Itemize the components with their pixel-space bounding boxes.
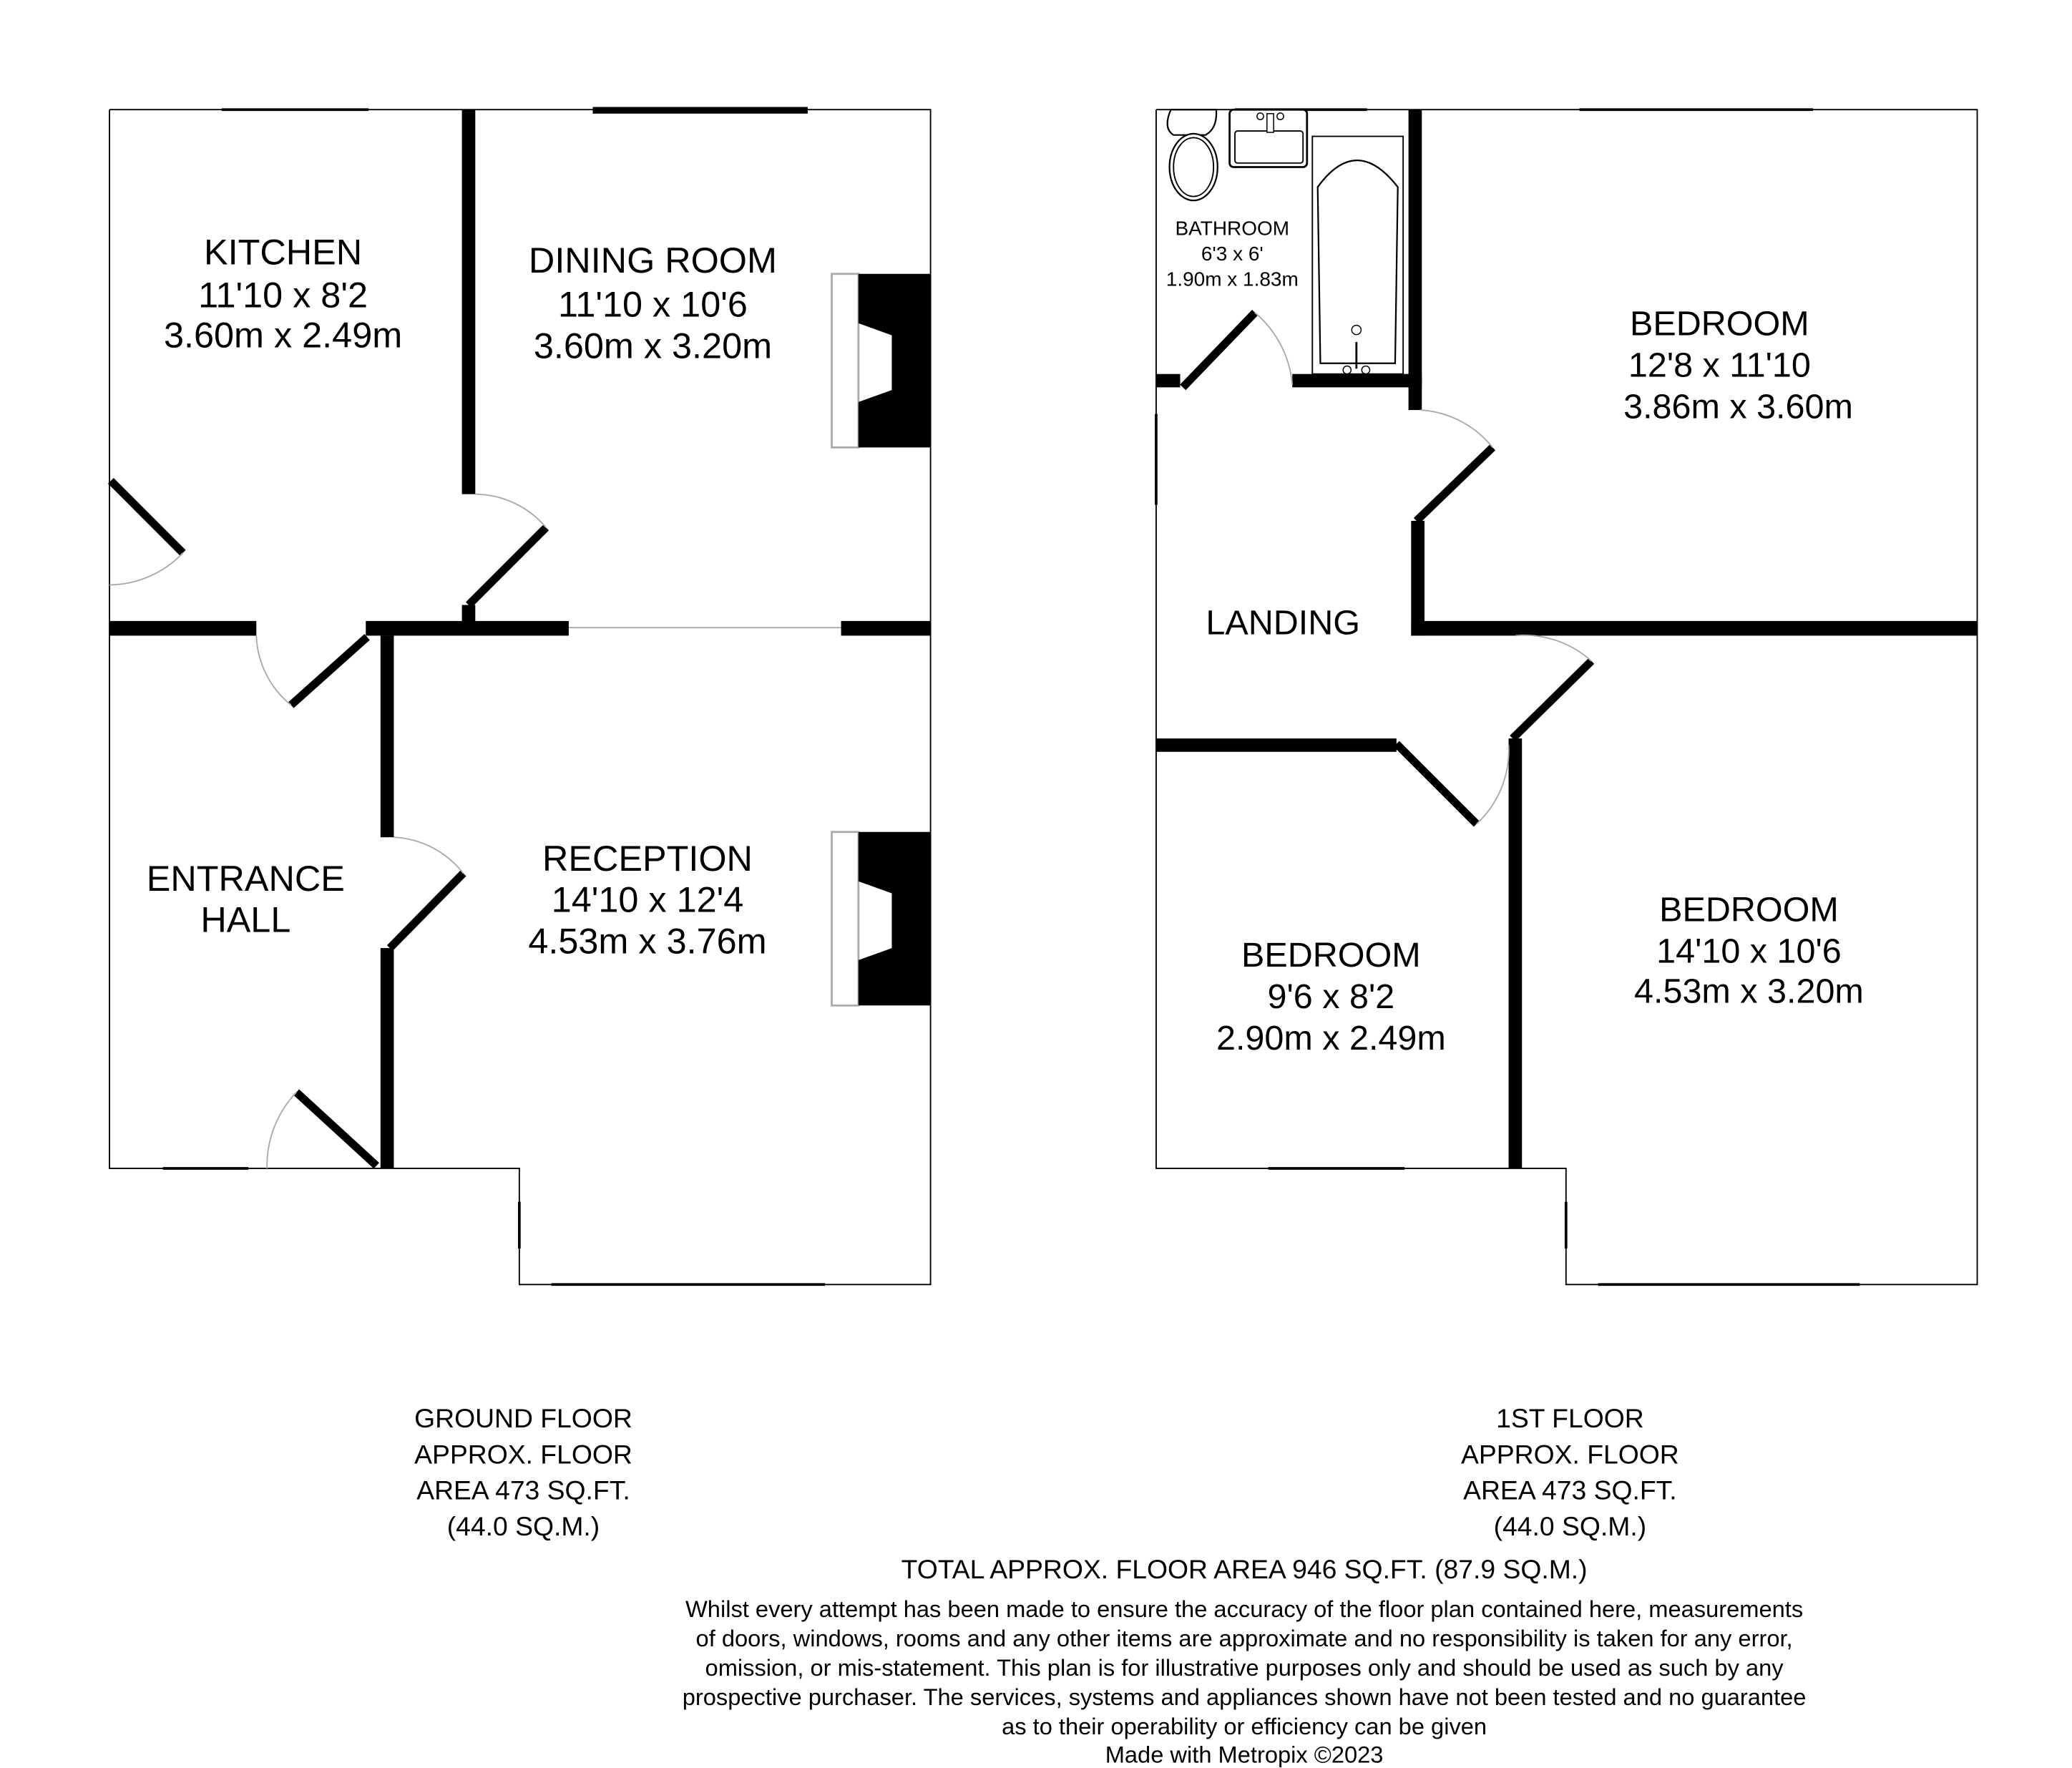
door-swing: [394, 836, 464, 874]
landing-bedroom-wall: [1411, 520, 1424, 636]
dining-fireplace-icon: [831, 273, 931, 449]
bedroom1-metric: 3.86m x 3.60m: [1623, 387, 1853, 426]
bathroom-door: [1180, 309, 1259, 391]
door-swing: [1254, 312, 1294, 385]
kitchen-metric: 3.60m x 2.49m: [164, 314, 402, 355]
dining-window: [592, 107, 808, 114]
dining-door: [466, 524, 549, 608]
reception-metric: 4.53m x 3.76m: [528, 921, 766, 962]
disclaimer-line: omission, or mis-statement. This plan is…: [705, 1654, 1784, 1681]
bedroom1-imperial: 12'8 x 11'10: [1628, 346, 1811, 384]
bathroom-wall-left: [1155, 373, 1181, 388]
ground-floor-outline: [109, 109, 932, 1286]
door-swing: [266, 1091, 297, 1168]
reception-door: [386, 870, 466, 951]
bathtub-icon: [1311, 135, 1404, 375]
bedroom-divider-wall: [1411, 620, 1978, 636]
door-swing: [475, 493, 547, 528]
entrance-hall-label-line1: ENTRANCE: [147, 858, 345, 899]
reception-imperial: 14'10 x 12'4: [552, 879, 744, 920]
hall-reception-wall-lower: [380, 948, 394, 1168]
summary-line: AREA 473 SQ.FT.: [416, 1475, 630, 1505]
bedroom2-bedroom3-wall: [1508, 738, 1523, 1168]
toilet-icon: [1166, 109, 1218, 202]
door-swing: [109, 552, 184, 586]
kitchen-label: KITCHEN: [204, 232, 362, 273]
bedroom2-door: [1393, 741, 1480, 827]
kitchen-imperial: 11'10 x 8'2: [198, 274, 368, 315]
kitchen-back-door: [107, 478, 186, 556]
summary-line: (44.0 SQ.M.): [1494, 1511, 1646, 1541]
footer: TOTAL APPROX. FLOOR AREA 946 SQ.FT. (87.…: [683, 1554, 1807, 1768]
hall-reception-top-wall: [366, 620, 569, 636]
kitchen-hall-wall: [109, 620, 257, 636]
summary-line: APPROX. FLOOR: [414, 1439, 632, 1469]
dining-reception-wall: [841, 620, 931, 636]
dining-room-imperial: 11'10 x 10'6: [558, 283, 748, 324]
dining-room-label: DINING ROOM: [529, 240, 777, 280]
first-floor-summary: 1ST FLOOR APPROX. FLOOR AREA 473 SQ.FT. …: [1461, 1403, 1679, 1541]
bathroom-label: BATHROOM: [1176, 218, 1290, 240]
hall-reception-wall-upper: [380, 635, 394, 838]
landing-label: LANDING: [1206, 604, 1360, 643]
total-area: TOTAL APPROX. FLOOR AREA 946 SQ.FT. (87.…: [901, 1554, 1588, 1584]
bedroom1-label: BEDROOM: [1630, 305, 1809, 343]
bedroom2-metric: 2.90m x 2.49m: [1216, 1019, 1446, 1058]
bedroom2-label: BEDROOM: [1241, 936, 1421, 975]
metropix-credit: Made with Metropix ©2023: [1105, 1741, 1384, 1767]
door-swing: [1515, 634, 1592, 662]
disclaimer-line: prospective purchaser. The services, sys…: [683, 1684, 1807, 1710]
bathroom-imperial: 6'3 x 6': [1201, 243, 1264, 265]
summary-line: AREA 473 SQ.FT.: [1463, 1475, 1677, 1505]
bedroom1-door: [1413, 444, 1496, 524]
landing-bedroom2-wall: [1155, 738, 1397, 752]
door-swing: [1420, 409, 1493, 448]
summary-line: 1ST FLOOR: [1496, 1403, 1644, 1433]
ground-floor-plan: KITCHEN 11'10 x 8'2 3.60m x 2.49m DINING…: [107, 107, 932, 1286]
entrance-hall-label-line2: HALL: [200, 899, 290, 940]
door-swing: [1476, 745, 1510, 825]
hall-kitchen-door: [288, 634, 370, 708]
summary-line: (44.0 SQ.M.): [447, 1511, 600, 1541]
summary-line: GROUND FLOOR: [414, 1403, 632, 1433]
door-swing: [255, 635, 292, 706]
disclaimer-line: Whilst every attempt has been made to en…: [685, 1596, 1803, 1622]
bedroom3-label: BEDROOM: [1659, 891, 1839, 929]
bedroom3-metric: 4.53m x 3.20m: [1634, 972, 1864, 1011]
disclaimer-line: as to their operability or efficiency ca…: [1002, 1713, 1487, 1739]
bathroom-metric: 1.90m x 1.83m: [1166, 268, 1299, 290]
summary-line: APPROX. FLOOR: [1461, 1439, 1679, 1469]
reception-label: RECEPTION: [542, 838, 753, 879]
first-floor-outline: [1155, 109, 1978, 1286]
sink-icon: [1228, 108, 1309, 168]
wall-stub: [461, 605, 476, 624]
disclaimer-line: of doors, windows, rooms and any other i…: [696, 1625, 1793, 1651]
bedroom3-imperial: 14'10 x 10'6: [1656, 932, 1842, 971]
front-door: [293, 1089, 379, 1169]
bedroom2-imperial: 9'6 x 8'2: [1268, 977, 1395, 1016]
bedroom3-door: [1510, 658, 1595, 742]
kitchen-dining-wall: [461, 109, 476, 494]
first-floor-plan: BATHROOM 6'3 x 6' 1.90m x 1.83m BEDROOM …: [1155, 108, 1978, 1286]
dining-room-metric: 3.60m x 3.20m: [534, 325, 772, 366]
bathroom-wall-right: [1292, 373, 1422, 388]
ground-floor-summary: GROUND FLOOR APPROX. FLOOR AREA 473 SQ.F…: [414, 1403, 632, 1541]
reception-fireplace-icon: [831, 831, 931, 1007]
bathroom-bedroom-wall: [1408, 109, 1422, 411]
